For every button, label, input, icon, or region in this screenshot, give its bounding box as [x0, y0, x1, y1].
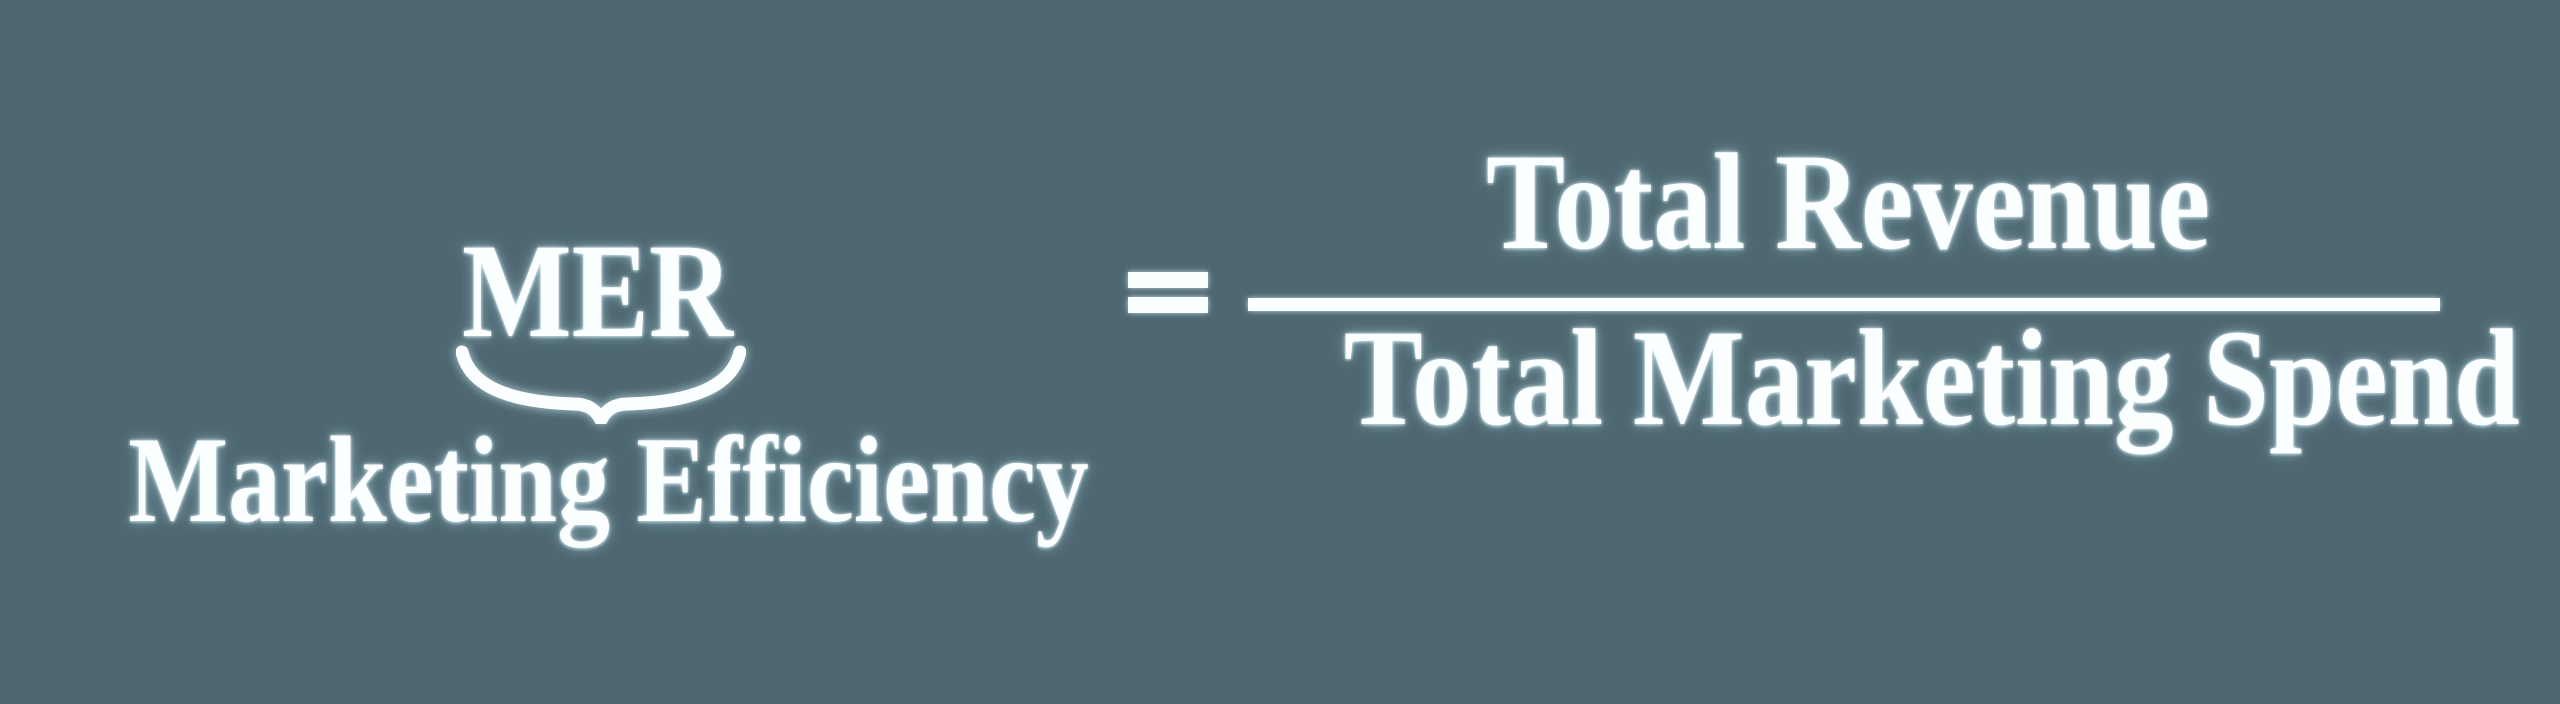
fraction-denominator: Total Marketing Spend	[1248, 309, 2520, 447]
underbrace-icon	[456, 345, 746, 424]
fraction-denominator-text: Total Marketing Spend	[1343, 301, 2520, 454]
mer-term-text: MER	[461, 217, 733, 366]
lhs-annotation: Marketing Efficiency	[50, 418, 1150, 541]
equals-sign: =	[1128, 272, 1208, 313]
fraction-numerator: Total Revenue	[1248, 133, 2448, 271]
mer-term: MER	[297, 224, 897, 359]
lhs-annotation-text: Marketing Efficiency	[128, 411, 1089, 548]
fraction-bar	[1248, 298, 2440, 311]
fraction-numerator-text: Total Revenue	[1485, 125, 2211, 278]
equals-bottom-bar	[1128, 297, 1208, 313]
equals-top-bar	[1128, 272, 1208, 288]
